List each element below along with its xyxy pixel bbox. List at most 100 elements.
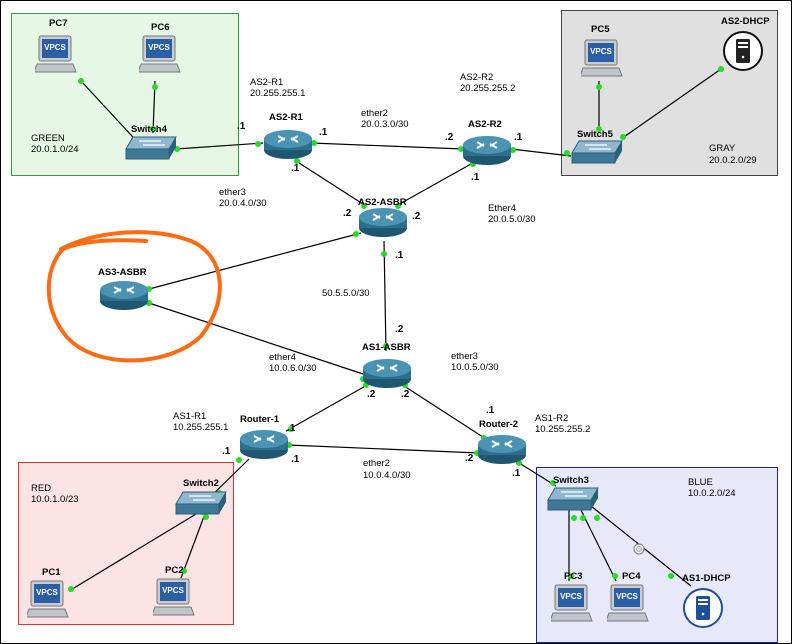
link-as1asbr-router2 xyxy=(400,383,487,440)
as1-r1-router-id: 10.255.255.1 xyxy=(173,422,229,433)
switch-icon xyxy=(571,140,623,164)
port-label: .1 xyxy=(291,163,300,174)
host-pc3-label: PC3 xyxy=(564,571,583,582)
port-label: .2 xyxy=(445,132,454,143)
host-pc6[interactable]: VPCS xyxy=(139,34,181,76)
host-pc6-label: PC6 xyxy=(151,22,170,33)
host-pc7[interactable]: VPCS xyxy=(35,34,77,76)
host-pc2[interactable]: VPCS xyxy=(153,577,195,619)
link-as1-ether2-subnet: 10.0.4.0/30 xyxy=(363,470,411,481)
link-as2dhcp-switch5 xyxy=(620,68,722,140)
vpcs-badge: VPCS xyxy=(36,588,58,597)
router-as3-asbr[interactable] xyxy=(99,279,149,316)
server-icon xyxy=(683,588,723,628)
link-as1-ether3-subnet: 10.0.5.0/30 xyxy=(451,362,499,373)
host-pc5[interactable]: VPCS xyxy=(581,38,623,80)
link-as3asbr-as1asbr xyxy=(148,302,364,375)
link-as2-ether4-name: Ether4 xyxy=(488,203,516,214)
pc-icon xyxy=(153,578,195,616)
port-label: .1 xyxy=(512,468,521,479)
port-label: .1 xyxy=(222,446,231,457)
port-label: .1 xyxy=(471,172,480,183)
host-pc5-label: PC5 xyxy=(591,24,610,35)
port-label: .1 xyxy=(287,423,296,434)
zone-green-name: GREEN xyxy=(31,133,65,144)
host-pc4[interactable]: VPCS xyxy=(607,583,649,625)
zone-gray-name: GRAY xyxy=(709,143,736,154)
as1-r1-caption-name: AS1-R1 xyxy=(173,411,207,422)
host-pc4-label: PC4 xyxy=(622,571,641,582)
switch-switch4[interactable] xyxy=(125,135,177,166)
zone-red-subnet: 10.0.1.0/23 xyxy=(31,494,79,505)
host-pc3[interactable]: VPCS xyxy=(551,583,593,625)
router-as2-asbr[interactable] xyxy=(358,206,408,243)
link-as2r1-as2asbr xyxy=(295,160,367,207)
router-icon xyxy=(359,208,407,237)
port-label: .2 xyxy=(412,211,421,222)
pc-icon xyxy=(551,584,593,622)
switch-switch5[interactable] xyxy=(571,139,623,170)
link-switch4-as2r1 xyxy=(175,142,264,150)
port-label: .1 xyxy=(319,127,328,138)
link-as2asbr-as1asbr xyxy=(383,240,387,352)
as2-r2-router-id: 20.255.255.2 xyxy=(460,83,516,94)
host-pc1[interactable]: VPCS xyxy=(27,579,69,621)
link-as1-ether2-name: ether2 xyxy=(363,458,390,469)
router-icon xyxy=(264,130,312,159)
switch-switch4-label: Switch4 xyxy=(131,124,167,135)
zone-red-name: RED xyxy=(31,483,52,494)
router-as2-r2-label: AS2-R2 xyxy=(468,119,502,130)
host-pc1-label: PC1 xyxy=(42,567,61,578)
port-label: .2 xyxy=(343,208,352,219)
as2-r2-caption-name: AS2-R2 xyxy=(460,72,494,83)
link-as1-ether3-name: ether3 xyxy=(451,351,478,362)
link-as2-ether4-subnet: 20.0.5.0/30 xyxy=(488,214,536,225)
router-as2-r2[interactable] xyxy=(462,134,512,171)
router-as1-asbr-label: AS1-ASBR xyxy=(362,342,411,353)
switch-switch3-label: Switch3 xyxy=(553,475,589,486)
port-label: .1 xyxy=(291,454,300,465)
switch-icon xyxy=(175,491,227,515)
as2-r1-router-id: 20.255.255.1 xyxy=(250,88,306,99)
router-as2-r1-label: AS2-R1 xyxy=(269,112,303,123)
port-label: .2 xyxy=(367,389,376,400)
pc-icon xyxy=(27,580,69,618)
switch-switch3[interactable] xyxy=(547,486,599,517)
server-icon xyxy=(723,31,763,71)
port-label: .2 xyxy=(401,389,410,400)
server-as2-dhcp[interactable] xyxy=(721,29,765,78)
server-as1-dhcp[interactable] xyxy=(681,586,725,635)
router-as2-r1[interactable] xyxy=(263,128,313,165)
link-as2r1-as2r2 xyxy=(310,142,464,150)
router-router1-label: Router-1 xyxy=(240,414,280,425)
vpcs-badge: VPCS xyxy=(148,43,170,52)
link-as2-ether2-name: ether2 xyxy=(361,108,388,119)
server-as2-dhcp-label: AS2-DHCP xyxy=(721,16,770,27)
router-as1-asbr[interactable] xyxy=(362,357,412,394)
router-as2-asbr-label: AS2-ASBR xyxy=(358,197,407,208)
pc-icon xyxy=(607,584,649,622)
link-as2asbr-as3asbr xyxy=(148,232,362,290)
vpcs-badge: VPCS xyxy=(616,592,638,601)
router-router2[interactable] xyxy=(477,433,527,470)
as1-r2-router-id: 10.255.255.2 xyxy=(535,424,591,435)
pc-icon xyxy=(35,35,77,73)
port-label: .1 xyxy=(237,121,246,132)
vpcs-badge: VPCS xyxy=(162,586,184,595)
packet-capture-icon[interactable] xyxy=(633,543,645,555)
zone-gray-subnet: 20.0.2.0/29 xyxy=(709,155,757,166)
vpcs-badge: VPCS xyxy=(560,592,582,601)
vpcs-badge: VPCS xyxy=(590,47,612,56)
switch-switch2[interactable] xyxy=(175,490,227,521)
router-as3-asbr-label: AS3-ASBR xyxy=(98,267,147,278)
host-pc2-label: PC2 xyxy=(165,565,184,576)
router-router1[interactable] xyxy=(239,428,289,465)
port-label: .1 xyxy=(486,405,495,416)
zone-green-subnet: 20.0.1.0/24 xyxy=(31,144,79,155)
router-icon xyxy=(363,359,411,388)
router-icon xyxy=(478,435,526,464)
zone-blue-subnet: 10.0.2.0/24 xyxy=(688,488,736,499)
link-router1-router2 xyxy=(287,444,480,454)
zone-blue-name: BLUE xyxy=(688,477,713,488)
